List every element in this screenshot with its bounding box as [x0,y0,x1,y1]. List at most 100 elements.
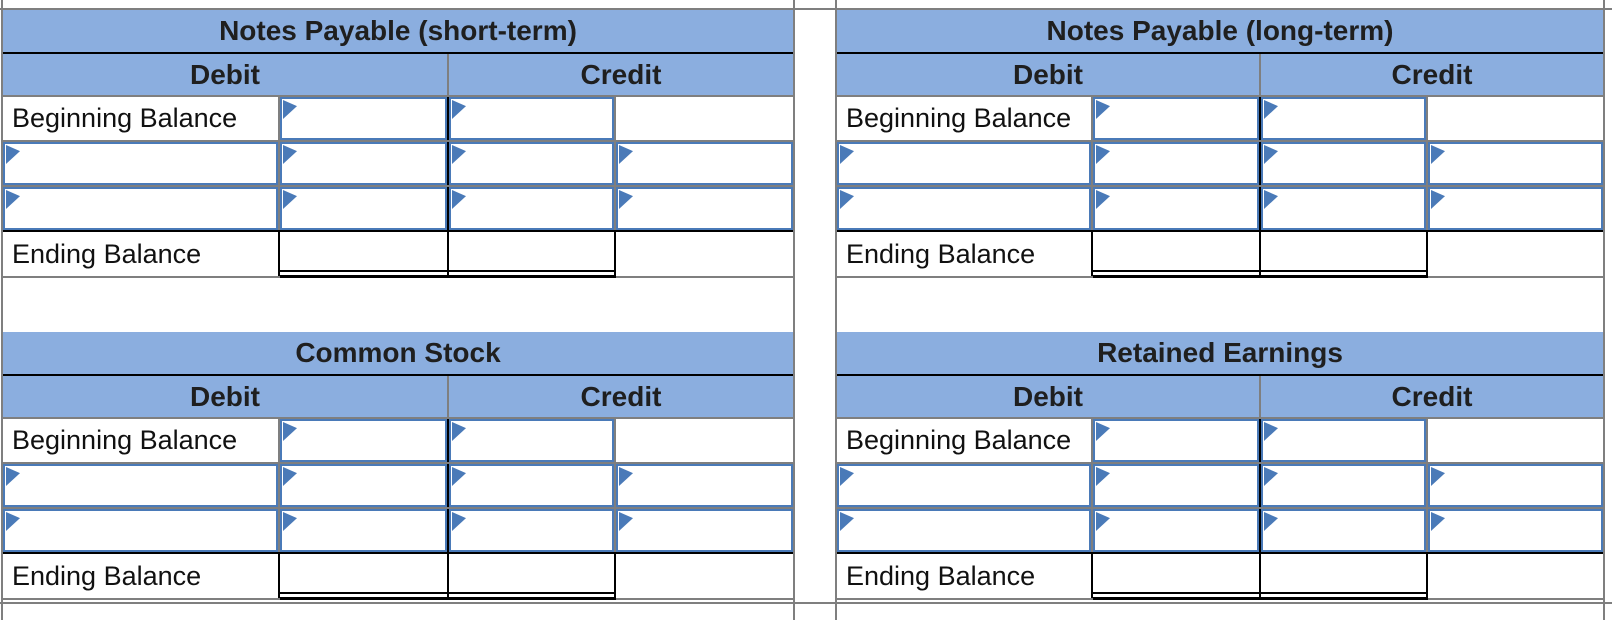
dropdown-flag-icon [1264,145,1278,164]
entry-credit-amount-input[interactable] [1261,187,1426,230]
beginning-debit-amount-input[interactable] [280,419,447,462]
entry-credit-description-input[interactable] [616,509,793,552]
entry-debit-description-input[interactable] [3,142,278,185]
dropdown-flag-icon [1096,467,1110,486]
entry-credit-description-input[interactable] [616,464,793,507]
beginning-debit-amount-input[interactable] [1093,419,1259,462]
debit-column-header: Debit [3,376,449,417]
dropdown-flag-icon [840,512,854,531]
dropdown-flag-icon [6,512,20,531]
entry-debit-description-input[interactable] [3,187,278,230]
account-title: Notes Payable (short-term) [3,10,793,54]
entry-debit-description-input[interactable] [837,509,1091,552]
entry-debit-description-input[interactable] [837,187,1091,230]
ending-credit-description-cell [616,554,793,598]
debit-column-header: Debit [837,376,1261,417]
beginning-balance-row: Beginning Balance [837,97,1603,142]
entry-row [3,464,793,509]
credit-column-header: Credit [1261,54,1603,95]
entry-debit-amount-input[interactable] [280,187,447,230]
dropdown-flag-icon [452,512,466,531]
entry-credit-amount-input[interactable] [449,142,614,185]
ending-credit-total-cell [449,232,616,278]
entry-credit-description-input[interactable] [1428,187,1603,230]
entry-debit-amount-input[interactable] [280,464,447,507]
beginning-balance-label: Beginning Balance [837,419,1093,462]
dropdown-flag-icon [6,467,20,486]
beginning-credit-amount-input[interactable] [1261,97,1426,140]
t-account-notes-payable-short-term: Notes Payable (short-term) Debit Credit … [3,10,793,278]
entry-credit-amount-input[interactable] [1261,142,1426,185]
entry-row [3,142,793,187]
grid-border-right-table-left-edge [835,0,837,620]
t-account-notes-payable-long-term: Notes Payable (long-term) Debit Credit B… [837,10,1603,278]
dropdown-flag-icon [840,145,854,164]
ending-debit-total-cell [280,232,449,278]
dropdown-flag-icon [619,467,633,486]
beginning-balance-label: Beginning Balance [837,97,1093,140]
beginning-credit-amount-input[interactable] [449,419,614,462]
entry-credit-amount-input[interactable] [1261,509,1426,552]
entry-debit-amount-input[interactable] [280,509,447,552]
dropdown-flag-icon [452,422,466,441]
beginning-debit-amount-input[interactable] [1093,97,1259,140]
dropdown-flag-icon [452,467,466,486]
dropdown-flag-icon [283,467,297,486]
dropdown-flag-icon [619,190,633,209]
dropdown-flag-icon [619,145,633,164]
beginning-credit-description-cell [1428,97,1603,140]
entry-credit-description-input[interactable] [1428,509,1603,552]
dropdown-flag-icon [452,100,466,119]
entry-debit-amount-input[interactable] [1093,464,1259,507]
entry-debit-description-input[interactable] [3,509,278,552]
ending-credit-description-cell [1428,554,1603,598]
beginning-balance-row: Beginning Balance [837,419,1603,464]
entry-credit-amount-input[interactable] [449,509,614,552]
dropdown-flag-icon [283,422,297,441]
entry-credit-description-input[interactable] [616,142,793,185]
entry-debit-description-input[interactable] [837,464,1091,507]
entry-row [837,142,1603,187]
dropdown-flag-icon [1431,190,1445,209]
entry-credit-amount-input[interactable] [449,464,614,507]
credit-column-header: Credit [1261,376,1603,417]
ending-credit-total-cell [449,554,616,600]
entry-credit-amount-input[interactable] [449,187,614,230]
entry-credit-description-input[interactable] [1428,464,1603,507]
dropdown-flag-icon [283,100,297,119]
entry-credit-description-input[interactable] [1428,142,1603,185]
ending-credit-total-cell [1261,554,1428,600]
dropdown-flag-icon [6,145,20,164]
dropdown-flag-icon [619,512,633,531]
entry-debit-description-input[interactable] [837,142,1091,185]
t-account-common-stock: Common Stock Debit Credit Beginning Bala… [3,332,793,600]
ending-balance-row: Ending Balance [837,552,1603,600]
ending-balance-row: Ending Balance [3,552,793,600]
entry-credit-amount-input[interactable] [1261,464,1426,507]
entry-row [837,187,1603,230]
beginning-debit-amount-input[interactable] [280,97,447,140]
entry-credit-description-input[interactable] [616,187,793,230]
ending-credit-total-cell [1261,232,1428,278]
entry-debit-amount-input[interactable] [1093,142,1259,185]
grid-border-left-table-right-edge [793,0,795,620]
dropdown-flag-icon [283,145,297,164]
beginning-credit-amount-input[interactable] [1261,419,1426,462]
ending-balance-label: Ending Balance [837,554,1093,598]
entry-debit-amount-input[interactable] [1093,509,1259,552]
entry-debit-description-input[interactable] [3,464,278,507]
debit-column-header: Debit [3,54,449,95]
entry-debit-amount-input[interactable] [280,142,447,185]
credit-column-header: Credit [449,376,793,417]
dropdown-flag-icon [1096,512,1110,531]
beginning-credit-amount-input[interactable] [449,97,614,140]
beginning-balance-label: Beginning Balance [3,97,280,140]
dropdown-flag-icon [6,190,20,209]
grid-border-bottom [0,602,1612,604]
dropdown-flag-icon [1096,190,1110,209]
grid-border-top [0,8,1612,10]
entry-debit-amount-input[interactable] [1093,187,1259,230]
entry-row [3,187,793,230]
account-title: Common Stock [3,332,793,376]
